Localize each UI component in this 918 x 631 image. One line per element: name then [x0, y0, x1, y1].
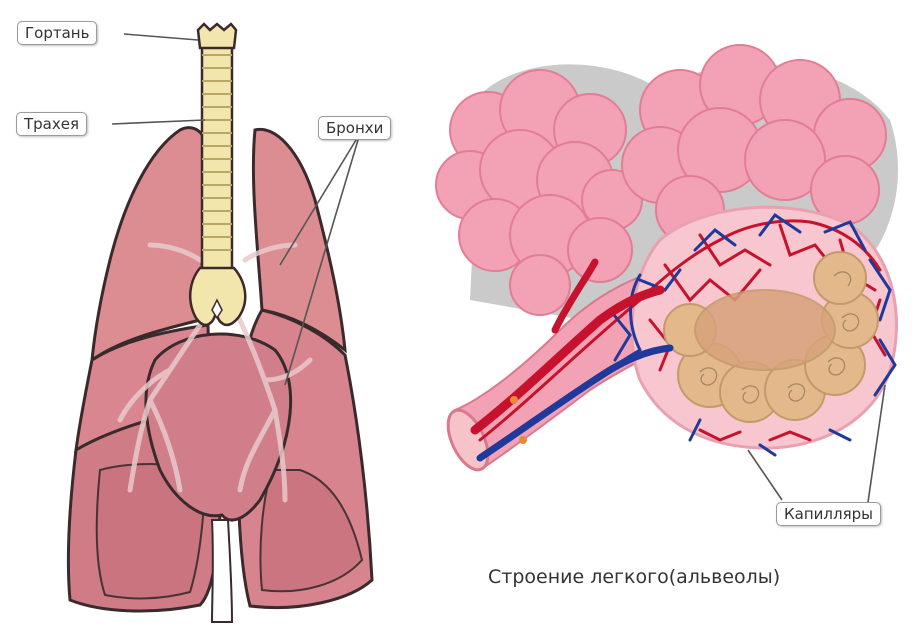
trachea [202, 40, 232, 270]
label-bronchi: Бронхи [318, 116, 391, 140]
diagram-caption: Строение легкого(альвеолы) [488, 566, 780, 588]
alveolar-sac-left [436, 70, 642, 315]
larynx-shape [198, 24, 236, 48]
label-trachea: Трахея [16, 112, 87, 136]
lymph-node-1 [510, 396, 518, 404]
label-capillaries: Капилляры [776, 502, 881, 526]
lungs-illustration [68, 24, 372, 622]
label-larynx: Гортань [17, 21, 97, 45]
alveoli-illustration [436, 45, 898, 476]
lymph-node-2 [519, 436, 527, 444]
cardiac-notch [212, 520, 232, 622]
